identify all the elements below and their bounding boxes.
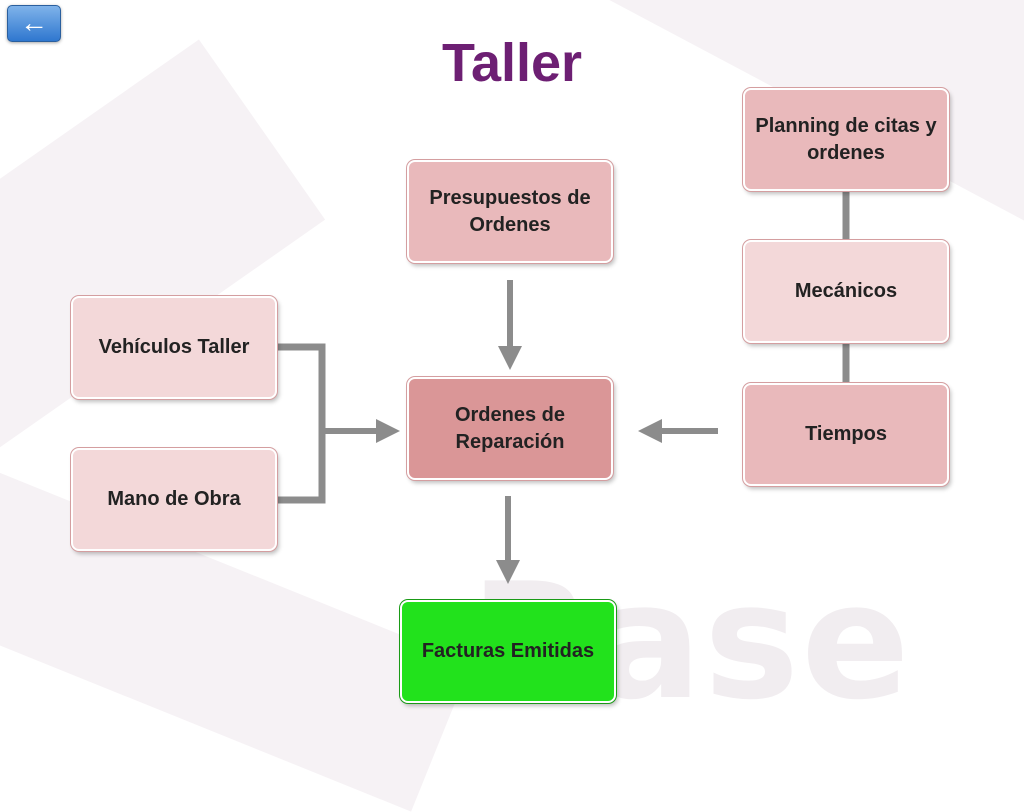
node-mano-obra: Mano de Obra [71, 448, 277, 551]
node-presupuestos: Presupuestos de Ordenes [407, 160, 613, 263]
arrow-left-icon: ← [20, 7, 48, 38]
page-title: Taller [441, 33, 583, 93]
node-ordenes: Ordenes de Reparación [407, 377, 613, 480]
node-mecanicos: Mecánicos [743, 240, 949, 343]
back-button[interactable]: ← [7, 5, 61, 42]
node-vehiculos: Vehículos Taller [71, 296, 277, 399]
node-tiempos: Tiempos [743, 383, 949, 486]
node-facturas: Facturas Emitidas [400, 600, 616, 703]
node-planning: Planning de citas y ordenes [743, 88, 949, 191]
connector-left-bracket [278, 343, 326, 504]
